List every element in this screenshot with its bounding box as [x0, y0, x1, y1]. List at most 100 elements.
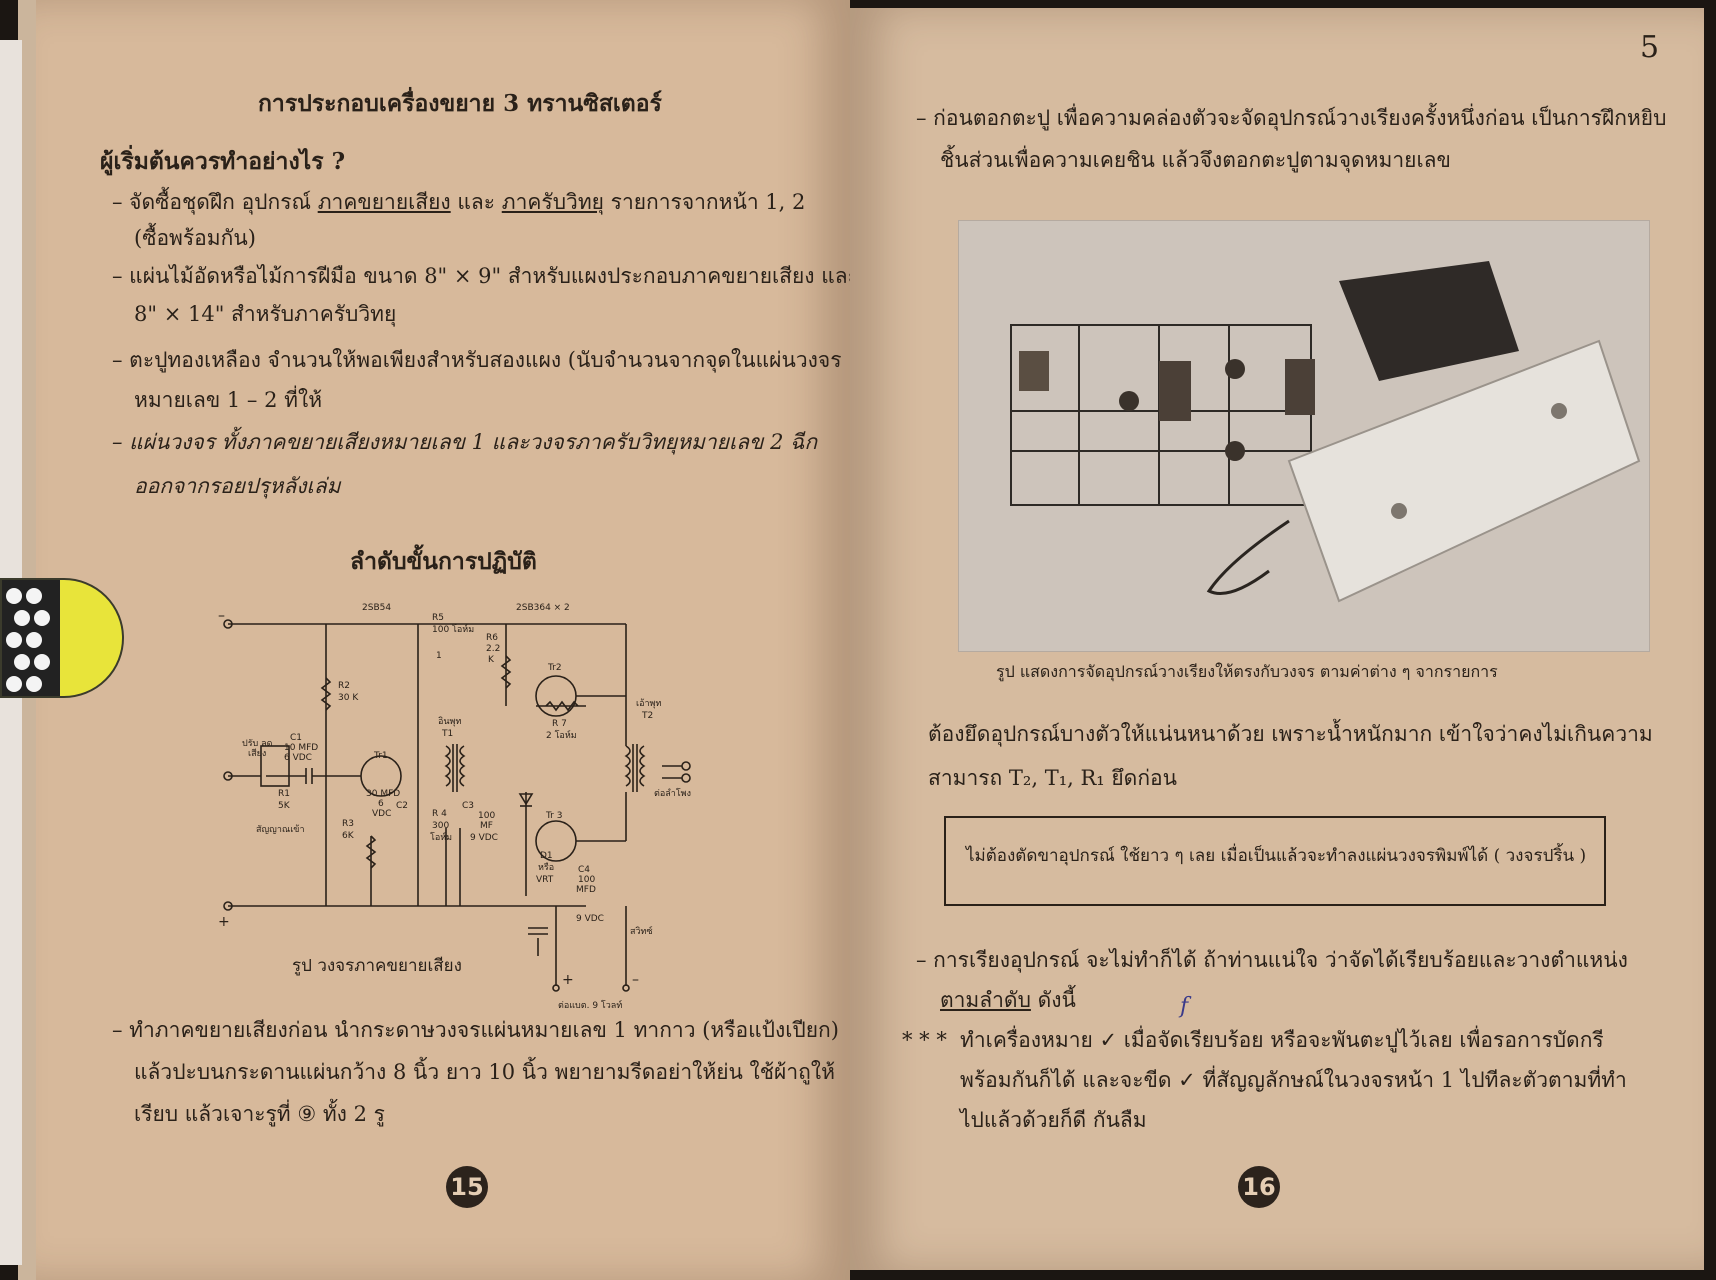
label-c1-value: 10 MFD — [284, 743, 318, 753]
left-page: การประกอบเครื่องขยาย 3 ทรานซิสเตอร์ ผู้เ… — [18, 0, 859, 1280]
bullet-1-cont: (ซื้อพร้อมกัน) — [134, 226, 256, 250]
label-r7-value: 2 โอห์ม — [546, 729, 577, 741]
label-d1-vrt: VRT — [536, 875, 554, 885]
boxed-note: ไม่ต้องตัดขาอุปกรณ์ ใช้ยาว ๆ เลย เมื่อเป… — [944, 816, 1606, 906]
label-c4-unit: MFD — [576, 885, 596, 895]
label-r4-unit: โอห์ม — [430, 831, 452, 843]
label-c1: C1 — [290, 733, 302, 743]
label-c2-value: 30 MFD — [366, 789, 400, 799]
underlined-amplifier: ภาคขยายเสียง — [317, 190, 451, 214]
label-r2: R2 — [338, 681, 350, 691]
label-signal-in: สัญญาณเข้า — [256, 824, 305, 835]
label-t1: T1 — [441, 729, 453, 739]
para-4-line-3: ไปแล้วด้วยก็ดี กันลืม — [960, 1108, 1147, 1132]
label-one: 1 — [436, 651, 442, 661]
label-r4: R 4 — [432, 809, 447, 819]
label-r4-value: 300 — [432, 821, 449, 831]
label-plus-battery: + — [562, 972, 574, 988]
bullet-3-cont: หมายเลข 1 – 2 ที่ให้ — [134, 388, 323, 412]
label-c2-vdc: VDC — [372, 809, 391, 819]
bottom-paragraph-line-3: เรียบ แล้วเจาะรูที่ ⑨ ทั้ง 2 รู — [134, 1102, 385, 1126]
circuit-caption: รูป วงจรภาคขยายเสียง — [292, 956, 462, 976]
label-c4-value: 100 — [578, 875, 595, 885]
label-d1: D1 — [540, 851, 553, 861]
label-c3-value: 100 — [478, 811, 495, 821]
label-r3: R3 — [342, 819, 354, 829]
label-c4-voltage: 9 VDC — [576, 914, 604, 924]
bullet-1-text: – จัดซื้อชุดฝึก อุปกรณ์ — [112, 190, 311, 214]
label-r6-value: 2.2 — [486, 644, 500, 654]
photo-caption: รูป แสดงการจัดอุปกรณ์วางเรียงให้ตรงกับวง… — [996, 662, 1498, 681]
label-r1-value: 5K — [278, 801, 291, 811]
label-r6: R6 — [486, 633, 498, 643]
page-number-right: 16 — [1238, 1166, 1280, 1208]
bullet-4: – แผ่นวงจร ทั้งภาคขยายเสียงหมายเลข 1 และ… — [112, 430, 818, 454]
label-r3-value: 6K — [342, 831, 355, 841]
para-4-line-1: ทำเครื่องหมาย ✓ เมื่อจัดเรียบร้อย หรือจะ… — [960, 1028, 1604, 1052]
para-1-line-2: ชิ้นส่วนเพื่อความเคยชิน แล้วจึงตอกตะปูตา… — [940, 148, 1451, 172]
bottom-paragraph-line-2: แล้วปะบนกระดานแผ่นกว้าง 8 นิ้ว ยาว 10 นิ… — [134, 1060, 835, 1084]
label-tr3: Tr 3 — [545, 811, 562, 821]
bullet-1-pages: รายการจากหน้า 1, 2 — [610, 190, 806, 214]
label-r1: R1 — [278, 789, 290, 799]
stars-marker: * * * — [902, 1028, 947, 1052]
page-number-left: 15 — [446, 1166, 488, 1208]
label-tr1: Tr1 — [373, 751, 388, 761]
bullet-1-and: และ — [457, 190, 496, 214]
label-2sb364: 2SB364 × 2 — [516, 603, 570, 613]
label-d1-alt: หรือ — [538, 862, 554, 873]
label-plus-bottom: + — [218, 914, 230, 930]
label-r2-value: 30 K — [338, 693, 359, 703]
para-1-line-1: – ก่อนตอกตะปู เพื่อความคล่องตัวจะจัดอุปก… — [916, 106, 1667, 130]
bullet-4-cont: ออกจากรอยปรุหลังเล่ม — [134, 474, 341, 498]
para-4-line-2: พร้อมกันก็ได้ และจะขีด ✓ ที่สัญญลักษณ์ใน… — [960, 1068, 1627, 1092]
para-3-suffix: ดังนี้ — [1037, 988, 1076, 1012]
corner-mark: 5 — [1640, 30, 1660, 65]
bookmark-clip — [0, 578, 124, 698]
photo-illustration — [959, 221, 1649, 651]
label-c3-unit: MF — [480, 821, 493, 831]
label-speaker: ต่อลำโพง — [654, 788, 691, 799]
bullet-2-cont: 8" × 14" สำหรับภาครับวิทยุ — [134, 302, 397, 326]
para-3-line-2: ตามลำดับ ดังนี้ — [940, 988, 1076, 1013]
section-question: ผู้เริ่มต้นควรทำอย่างไร ? — [100, 148, 346, 175]
para-3-line-1: – การเรียงอุปกรณ์ จะไม่ทำก็ได้ ถ้าท่านแน… — [916, 948, 1628, 972]
label-volume-2: เสียง — [248, 748, 266, 759]
underlined-order: ตามลำดับ — [940, 988, 1031, 1012]
para-2-line-1: ต้องยึดอุปกรณ์บางตัวให้แน่นหนาด้วย เพราะ… — [928, 722, 1653, 746]
label-minus-battery: – — [632, 972, 639, 988]
bullet-3: – ตะปูทองเหลือง จำนวนให้พอเพียงสำหรับสอง… — [112, 348, 842, 372]
label-t2-output: เอ้าพุท — [636, 698, 661, 709]
bullet-1: – จัดซื้อชุดฝึก อุปกรณ์ ภาคขยายเสียง และ… — [112, 190, 805, 215]
label-r5-value: 100 โอห์ม — [432, 623, 474, 635]
handwritten-mark: f — [1180, 994, 1189, 1019]
label-c1-voltage: 6 VDC — [284, 753, 312, 763]
label-switch: สวิทซ์ — [630, 925, 653, 937]
right-page: 5 – ก่อนตอกตะปู เพื่อความคล่องตัวจะจัดอุ… — [850, 8, 1704, 1270]
label-c2-volt: 6 — [378, 799, 384, 809]
boxed-note-text: ไม่ต้องตัดขาอุปกรณ์ ใช้ยาว ๆ เลย เมื่อเป… — [966, 846, 1587, 866]
label-c2: C2 — [396, 801, 408, 811]
underlined-radio: ภาครับวิทยุ — [501, 190, 604, 214]
label-r7: R 7 — [552, 719, 567, 729]
label-r5: R5 — [432, 613, 444, 623]
label-c4: C4 — [578, 865, 590, 875]
label-c3-voltage: 9 VDC — [470, 833, 498, 843]
label-volume: ปรับ ลด — [242, 739, 273, 749]
label-battery: ต่อแบต. 9 โวลท์ — [558, 999, 622, 1011]
label-c3: C3 — [462, 801, 474, 811]
amplifier-circuit-diagram: 2SB54 2SB364 × 2 R5 100 โอห์ม R6 2.2 K 1… — [218, 603, 691, 1011]
component-layout-photo — [958, 220, 1650, 652]
label-t1-input: อินพุท — [438, 716, 461, 727]
bottom-paragraph-line-1: – ทำภาคขยายเสียงก่อน นำกระดาษวงจรแผ่นหมา… — [112, 1018, 839, 1042]
label-minus-top: – — [218, 608, 225, 624]
bookmark-dots — [2, 580, 60, 696]
procedure-subtitle: ลำดับขั้นการปฏิบัติ — [350, 548, 537, 575]
para-2-line-2: สามารถ T₂, T₁, R₁ ยึดก่อน — [928, 766, 1177, 790]
page-title: การประกอบเครื่องขยาย 3 ทรานซิสเตอร์ — [258, 90, 662, 117]
label-2sb54: 2SB54 — [362, 603, 391, 613]
label-r6-unit: K — [488, 655, 495, 665]
bullet-2: – แผ่นไม้อัดหรือไม้การฝีมือ ขนาด 8" × 9"… — [112, 264, 859, 288]
label-tr2: Tr2 — [547, 663, 562, 673]
label-t2: T2 — [641, 711, 653, 721]
